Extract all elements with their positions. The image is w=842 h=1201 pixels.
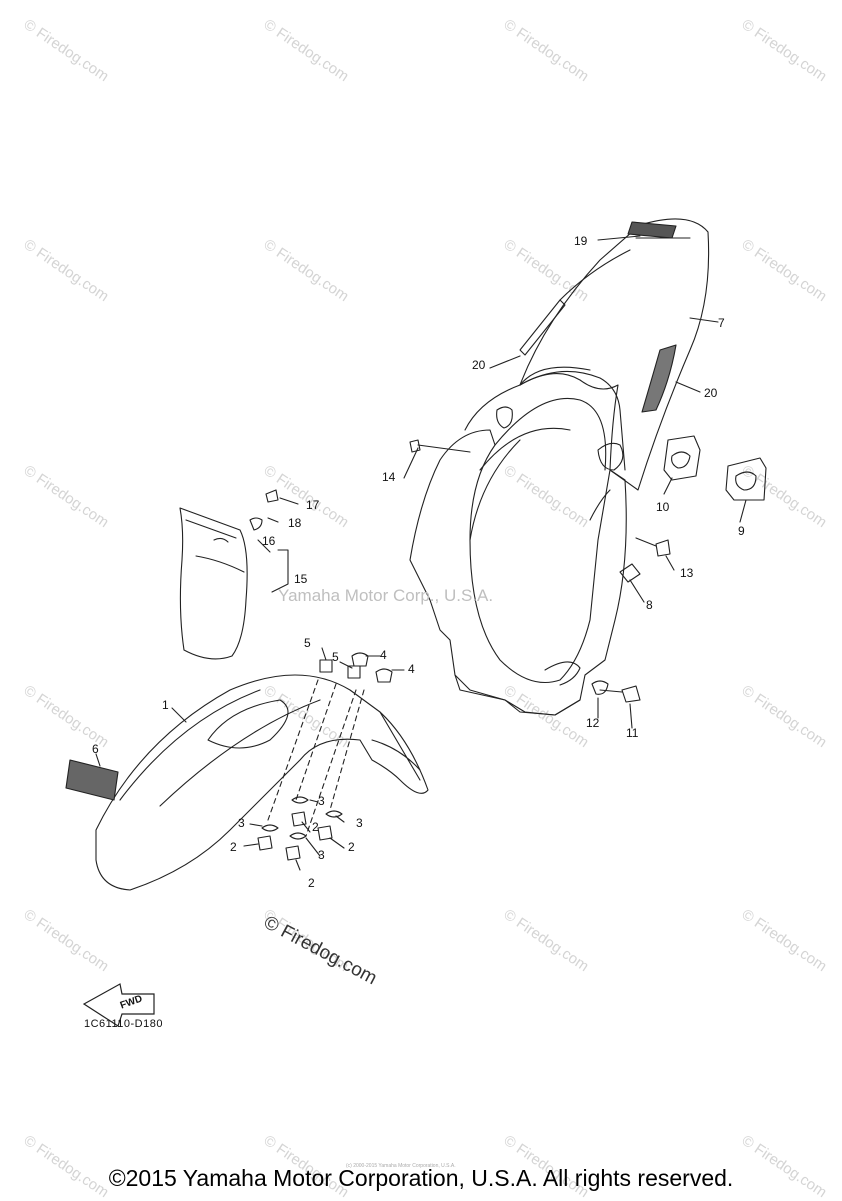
bracket-10 xyxy=(663,435,701,481)
callout-c18: 18 xyxy=(288,516,302,530)
callout-c7: 7 xyxy=(718,316,725,330)
callout-c20a: 20 xyxy=(472,358,486,372)
bolt-2d xyxy=(317,825,333,841)
callout-c4a: 4 xyxy=(380,648,387,662)
fwd-arrow xyxy=(82,983,155,1027)
callout-c3b: 3 xyxy=(318,794,325,808)
nut-12 xyxy=(591,680,609,695)
callout-c13: 13 xyxy=(680,566,694,580)
washer-3c xyxy=(289,832,307,840)
callout-c1: 1 xyxy=(162,698,169,712)
mud-flap xyxy=(179,489,279,660)
grommet-4b xyxy=(375,668,393,683)
diagram-code: 1C61110-D180 xyxy=(84,1018,163,1030)
callout-c11: 11 xyxy=(626,726,639,740)
callout-c2c: 2 xyxy=(348,840,355,854)
callout-c17: 17 xyxy=(306,498,320,512)
bolt-13 xyxy=(635,537,671,557)
bolt-2a xyxy=(257,835,273,851)
callout-c3c: 3 xyxy=(318,848,325,862)
nut-8 xyxy=(619,563,641,583)
callout-c19: 19 xyxy=(574,234,588,248)
callout-c5b: 5 xyxy=(332,650,339,664)
callout-c20b: 20 xyxy=(704,386,718,400)
callout-c14: 14 xyxy=(382,470,396,484)
callout-c2d: 2 xyxy=(312,820,319,834)
callout-c9: 9 xyxy=(738,524,745,538)
callout-c4b: 4 xyxy=(408,662,415,676)
center-watermark: Yamaha Motor Corp., U.S.A. xyxy=(278,586,494,605)
grommet-4a xyxy=(351,652,369,667)
bushing-5a xyxy=(319,659,333,673)
bolt-14 xyxy=(409,439,471,453)
callout-c15: 15 xyxy=(294,572,308,586)
bracket-9 xyxy=(725,457,767,501)
bolt-2c xyxy=(291,811,307,827)
callout-c5a: 5 xyxy=(304,636,311,650)
callout-c8: 8 xyxy=(646,598,653,612)
fine-print: (c) 2000-2015 Yamaha Motor Corporation, … xyxy=(346,1163,456,1169)
washer-3d xyxy=(325,810,343,818)
callout-c3d: 3 xyxy=(356,816,363,830)
washer-3b xyxy=(291,796,309,804)
bolt-11 xyxy=(599,685,641,703)
washer-3a xyxy=(261,824,279,832)
bolt-2b xyxy=(285,845,301,861)
copyright-notice: ©2015 Yamaha Motor Corporation, U.S.A. A… xyxy=(108,1165,734,1191)
callout-c12: 12 xyxy=(586,716,600,730)
callout-c2a: 2 xyxy=(230,840,237,854)
callout-c10: 10 xyxy=(656,500,670,514)
callout-c6: 6 xyxy=(92,742,99,756)
callout-c3a: 3 xyxy=(238,816,245,830)
front-fender xyxy=(65,674,429,891)
callout-c16: 16 xyxy=(262,534,276,548)
bushing-5b xyxy=(347,665,361,679)
callout-c2b: 2 xyxy=(308,876,315,890)
rear-fender xyxy=(409,218,710,716)
